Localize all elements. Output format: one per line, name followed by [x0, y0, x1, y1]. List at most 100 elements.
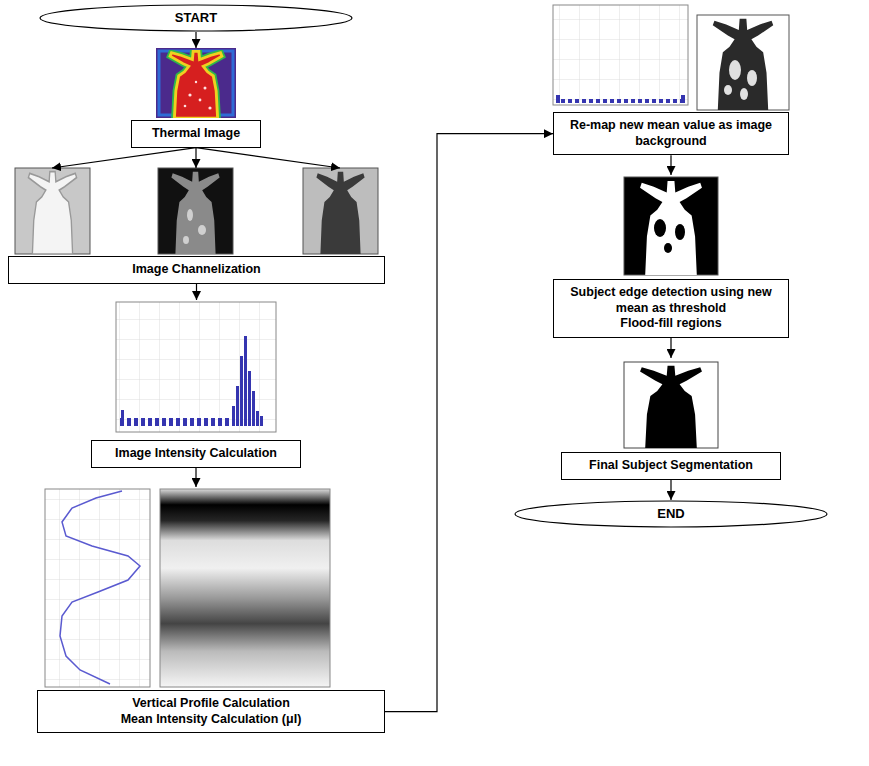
box-body: Subject edge detection using new mean as…	[553, 279, 789, 338]
box-body: Final Subject Segmentation	[561, 452, 781, 480]
oval-shape	[40, 5, 352, 31]
process-box: Final Subject Segmentation	[561, 358, 781, 480]
box-body: Image Channelization	[8, 256, 385, 284]
image-blobs	[724, 60, 757, 100]
image-background	[624, 362, 718, 448]
thermal-specks	[184, 81, 212, 110]
plot-background	[553, 5, 688, 105]
terminal-oval: START	[39, 4, 353, 32]
box-label: Image Intensity Calculation	[99, 446, 293, 462]
image-body	[640, 366, 702, 448]
flow-arrow	[196, 468, 197, 487]
flow-arrow	[671, 155, 672, 175]
thermal-halo	[170, 51, 222, 118]
process-box: Image Intensity Calculation	[91, 300, 301, 468]
box-label: Image Channelization	[16, 262, 377, 278]
flow-arrow	[196, 32, 197, 48]
image-background	[697, 15, 789, 110]
segmentation-image	[624, 362, 718, 448]
box-label: Final Subject Segmentation	[569, 458, 773, 474]
thermal-image	[156, 48, 236, 118]
histogram-bars	[120, 418, 230, 426]
channel-specks	[183, 209, 206, 244]
profile-curve	[60, 491, 140, 684]
process-box: Thermal Image	[131, 48, 261, 148]
remap-image	[697, 15, 789, 110]
plot-background	[45, 489, 150, 687]
box-label: START	[175, 10, 217, 26]
arrow-line	[195, 32, 196, 48]
flow-arrow	[671, 480, 672, 500]
box-label: Thermal Image	[139, 126, 253, 142]
histogram-peak	[121, 336, 263, 426]
flow-arrow	[52, 148, 340, 168]
figure-slot	[553, 175, 789, 279]
channel-image-mid	[303, 168, 378, 254]
image-body	[713, 19, 773, 110]
box-label: END	[657, 506, 684, 522]
thermal-body	[170, 51, 222, 118]
figure-slot	[8, 168, 385, 256]
figure-slot	[561, 358, 781, 452]
oval-body: END	[514, 500, 828, 528]
box-body: Re-map new mean value as image backgroun…	[553, 112, 789, 155]
arrow-line	[196, 148, 340, 168]
box-body: Image Intensity Calculation	[91, 440, 301, 468]
arrow-line	[385, 134, 553, 712]
figure-slot	[131, 48, 261, 120]
box-label: Re-map new mean value as image backgroun…	[561, 118, 781, 149]
image-blobs	[654, 219, 685, 253]
vertical-profile	[45, 489, 330, 687]
arrow-line	[195, 148, 196, 168]
figure-slot	[37, 487, 385, 690]
plot-frame	[116, 302, 276, 432]
histogram-bars	[556, 99, 685, 103]
thermal-background	[156, 48, 236, 118]
box-label: Subject edge detection using new mean as…	[561, 285, 781, 316]
box-label: Vertical Profile Calculation	[45, 696, 377, 712]
histogram-end	[681, 95, 685, 103]
box-body: Vertical Profile CalculationMean Intensi…	[37, 690, 385, 733]
channel-body	[28, 172, 76, 254]
channel-body	[171, 172, 219, 254]
image-background	[624, 177, 718, 275]
box-body: Thermal Image	[131, 120, 261, 148]
channel-background	[303, 168, 378, 254]
plot-frame	[553, 5, 688, 105]
arrow-line	[670, 155, 671, 175]
flow-arrow	[196, 284, 197, 300]
channel-background	[158, 168, 233, 254]
plot-background	[116, 302, 276, 432]
oval-body: START	[39, 4, 353, 32]
process-box: Image Channelization	[8, 168, 385, 284]
arrow-line	[670, 338, 671, 358]
image-body	[640, 181, 702, 275]
figure-slot	[553, 5, 789, 112]
process-box: Subject edge detection using new mean as…	[553, 175, 789, 338]
process-box: Vertical Profile CalculationMean Intensi…	[37, 487, 385, 733]
remap-histogram	[553, 5, 688, 105]
flow-arrow	[385, 134, 553, 712]
channel-body	[316, 172, 364, 254]
arrow-line	[196, 284, 197, 300]
box-label: Flood-fill regions	[561, 316, 781, 332]
plot-grid	[553, 5, 688, 105]
oval-shape	[515, 501, 827, 527]
channel-background	[15, 168, 90, 254]
profile-image	[160, 489, 330, 687]
arrow-line	[670, 480, 671, 500]
figure-slot	[91, 300, 301, 440]
arrow-line	[52, 148, 196, 168]
plot-grid	[116, 302, 276, 432]
box-label: Mean Intensity Calculation (μI)	[45, 712, 377, 728]
arrow-line	[195, 468, 196, 487]
flow-arrow	[671, 338, 672, 358]
terminal-oval: END	[514, 500, 828, 528]
channel-image-dark	[158, 168, 233, 254]
channel-image-light	[15, 168, 90, 254]
plot-grid	[45, 489, 150, 687]
edge-image	[624, 177, 718, 275]
intensity-histogram	[116, 302, 276, 432]
